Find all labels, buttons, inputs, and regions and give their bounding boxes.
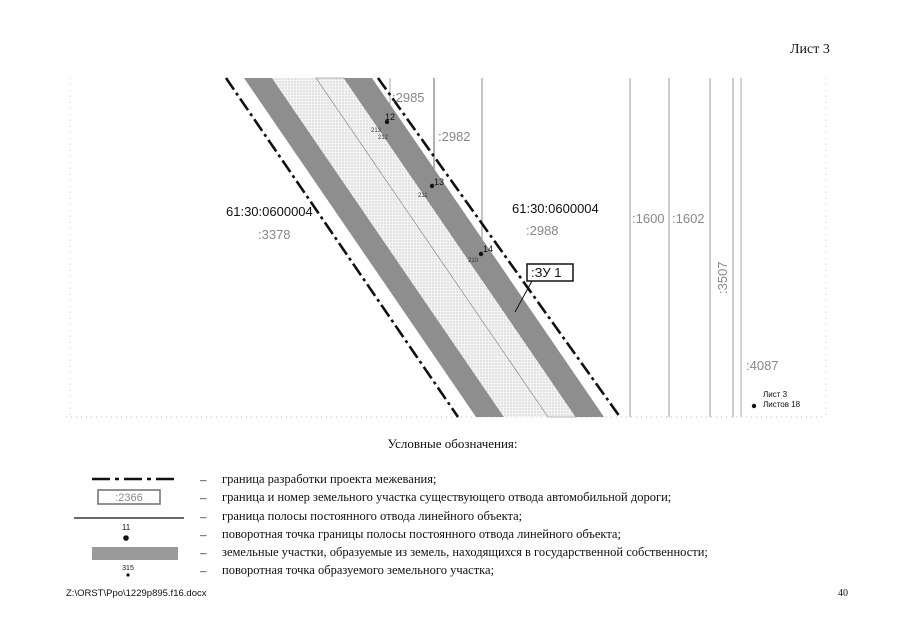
legend-new-point-symbol (126, 573, 130, 577)
legend-item-text: граница и номер земельного участка сущес… (222, 490, 672, 504)
legend-dash: – (200, 472, 207, 487)
footer-file-path: Z:\ORST\Ppo\1229p895.f16.docx (66, 588, 207, 599)
turning-point-12 (384, 119, 390, 125)
parcel-label-1602: :1602 (672, 211, 705, 226)
legend-parcel-symbol (97, 489, 161, 505)
zu1-label: :ЗУ 1 (531, 265, 561, 280)
point-number-12: 12 (385, 112, 395, 122)
legend-item-text: граница полосы постоянного отвода линейн… (222, 509, 523, 523)
legend-item: – граница полосы постоянного отвода лине… (0, 509, 905, 527)
legend-item-text: земельные участки, образуемые из земель,… (222, 545, 708, 559)
cadastral-quarter-left: 61:30:0600004 (226, 204, 313, 219)
parcel-label-3378: :3378 (258, 227, 291, 242)
legend-new-point-number: 315 (122, 565, 134, 572)
turning-point-13 (429, 183, 435, 189)
sheet-marker-point (751, 403, 757, 409)
new-parcel-zu1 (272, 78, 576, 417)
parcel-label-3507: :3507 (715, 261, 730, 294)
cadastral-map: :2985 :2982 61:30:0600004 61:30:0600004 … (66, 77, 827, 418)
zu1-leader-line (514, 280, 533, 313)
legend-item: – поворотная точка образуемого земельног… (0, 563, 905, 581)
parcel-label-2985: :2985 (392, 90, 425, 105)
legend-new-parcel-dot: · (133, 552, 135, 559)
parcel-label-1600: :1600 (632, 211, 665, 226)
legend-dash: – (200, 527, 207, 542)
legend-item: – земельные участки, образуемые из земел… (0, 545, 905, 563)
sheets-total-note: Листов 18 (763, 400, 801, 409)
legend-item-text: граница разработки проекта межевания; (222, 472, 437, 486)
legend-parcel-symbol-label: :2366 (115, 492, 143, 504)
sheet-label: Лист 3 (790, 42, 830, 57)
legend-item-text: поворотная точка образуемого земельного … (222, 563, 495, 577)
point-number-13: 13 (434, 177, 444, 187)
legend-point-number: 11 (122, 523, 131, 532)
existing-road-strip-right (344, 78, 604, 417)
parcel-label-2988: :2988 (526, 223, 559, 238)
zu1-label-box (526, 263, 574, 282)
legend-item: – поворотная точка границы полосы постоя… (0, 527, 905, 545)
legend-new-parcel-symbol (92, 547, 178, 560)
parcel-label-4087: :4087 (746, 358, 779, 373)
turning-point-14 (478, 251, 484, 257)
project-boundary-right (376, 77, 622, 418)
legend-dash: – (200, 563, 207, 578)
project-boundary-left (224, 77, 460, 418)
legend-item-text: поворотная точка границы полосы постоянн… (222, 527, 621, 541)
point-number-212: 212 (378, 135, 389, 141)
point-number-211: 211 (418, 193, 428, 199)
point-number-213: 213 (371, 128, 382, 134)
existing-road-strip-left (244, 78, 504, 417)
legend-turning-point-symbol (123, 535, 129, 541)
footer-page-number: 40 (838, 588, 848, 599)
sheet-number-note: Лист 3 (763, 390, 788, 399)
legend-item: – граница разработки проекта межевания; (0, 472, 905, 490)
legend-dash: – (200, 509, 207, 524)
legend-title: Условные обозначения: (387, 436, 518, 451)
legend-dash: – (200, 490, 207, 505)
cadastral-quarter-right: 61:30:0600004 (512, 201, 599, 216)
legend-item: – граница и номер земельного участка сущ… (0, 490, 905, 508)
point-number-14: 14 (483, 244, 493, 254)
parcel-label-2982: :2982 (438, 129, 471, 144)
point-number-210: 210 (468, 258, 479, 264)
legend-dash: – (200, 545, 207, 560)
